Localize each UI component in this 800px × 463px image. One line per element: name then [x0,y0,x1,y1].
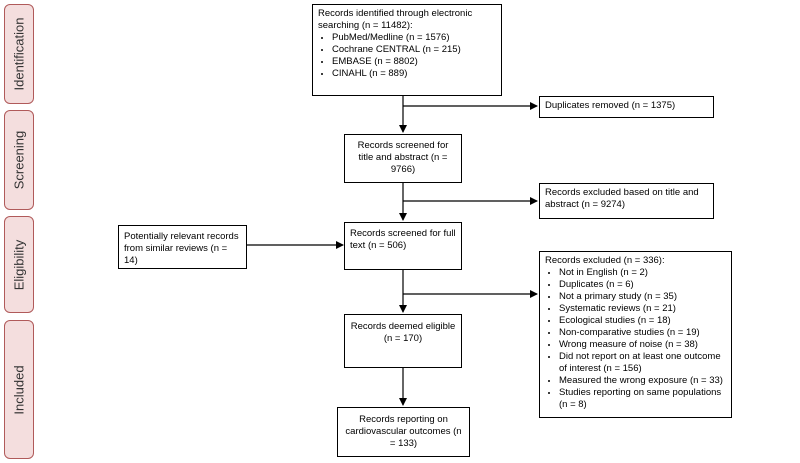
phase-eligibility: Eligibility [4,216,34,313]
box-duplicates-removed: Duplicates removed (n = 1375) [539,96,714,118]
box-records-included: Records reporting on cardiovascular outc… [337,407,470,457]
box-other-sources: Potentially relevant records from simila… [118,225,247,269]
box-excluded-full-text: Records excluded (n = 336): Not in Engli… [539,251,732,418]
list-item: Ecological studies (n = 18) [559,315,726,327]
box-records-identified: Records identified through electronic se… [312,4,502,96]
box-records-eligible: Records deemed eligible (n = 170) [344,314,462,368]
box-title: Records excluded (n = 336): [545,255,665,266]
list-item: Not a primary study (n = 35) [559,291,726,303]
list-item: Studies reporting on same populations (n… [559,387,726,411]
box-title: Records identified through electronic se… [318,8,473,31]
list-item: Cochrane CENTRAL (n = 215) [332,44,496,56]
source-list: PubMed/Medline (n = 1576) Cochrane CENTR… [318,32,496,80]
list-item: Duplicates (n = 6) [559,279,726,291]
exclusion-reasons-list: Not in English (n = 2) Duplicates (n = 6… [545,267,726,411]
list-item: Wrong measure of noise (n = 38) [559,339,726,351]
box-excluded-title-abstract: Records excluded based on title and abst… [539,183,714,219]
list-item: EMBASE (n = 8802) [332,56,496,68]
box-full-text-screened: Records screened for full text (n = 506) [344,222,462,270]
list-item: Systematic reviews (n = 21) [559,303,726,315]
phase-screening: Screening [4,110,34,210]
list-item: Did not report on at least one outcome o… [559,351,726,375]
phase-identification: Identification [4,4,34,104]
list-item: Non-comparative studies (n = 19) [559,327,726,339]
box-records-screened: Records screened for title and abstract … [344,134,462,183]
list-item: Not in English (n = 2) [559,267,726,279]
list-item: CINAHL (n = 889) [332,68,496,80]
list-item: PubMed/Medline (n = 1576) [332,32,496,44]
list-item: Measured the wrong exposure (n = 33) [559,375,726,387]
phase-included: Included [4,320,34,459]
